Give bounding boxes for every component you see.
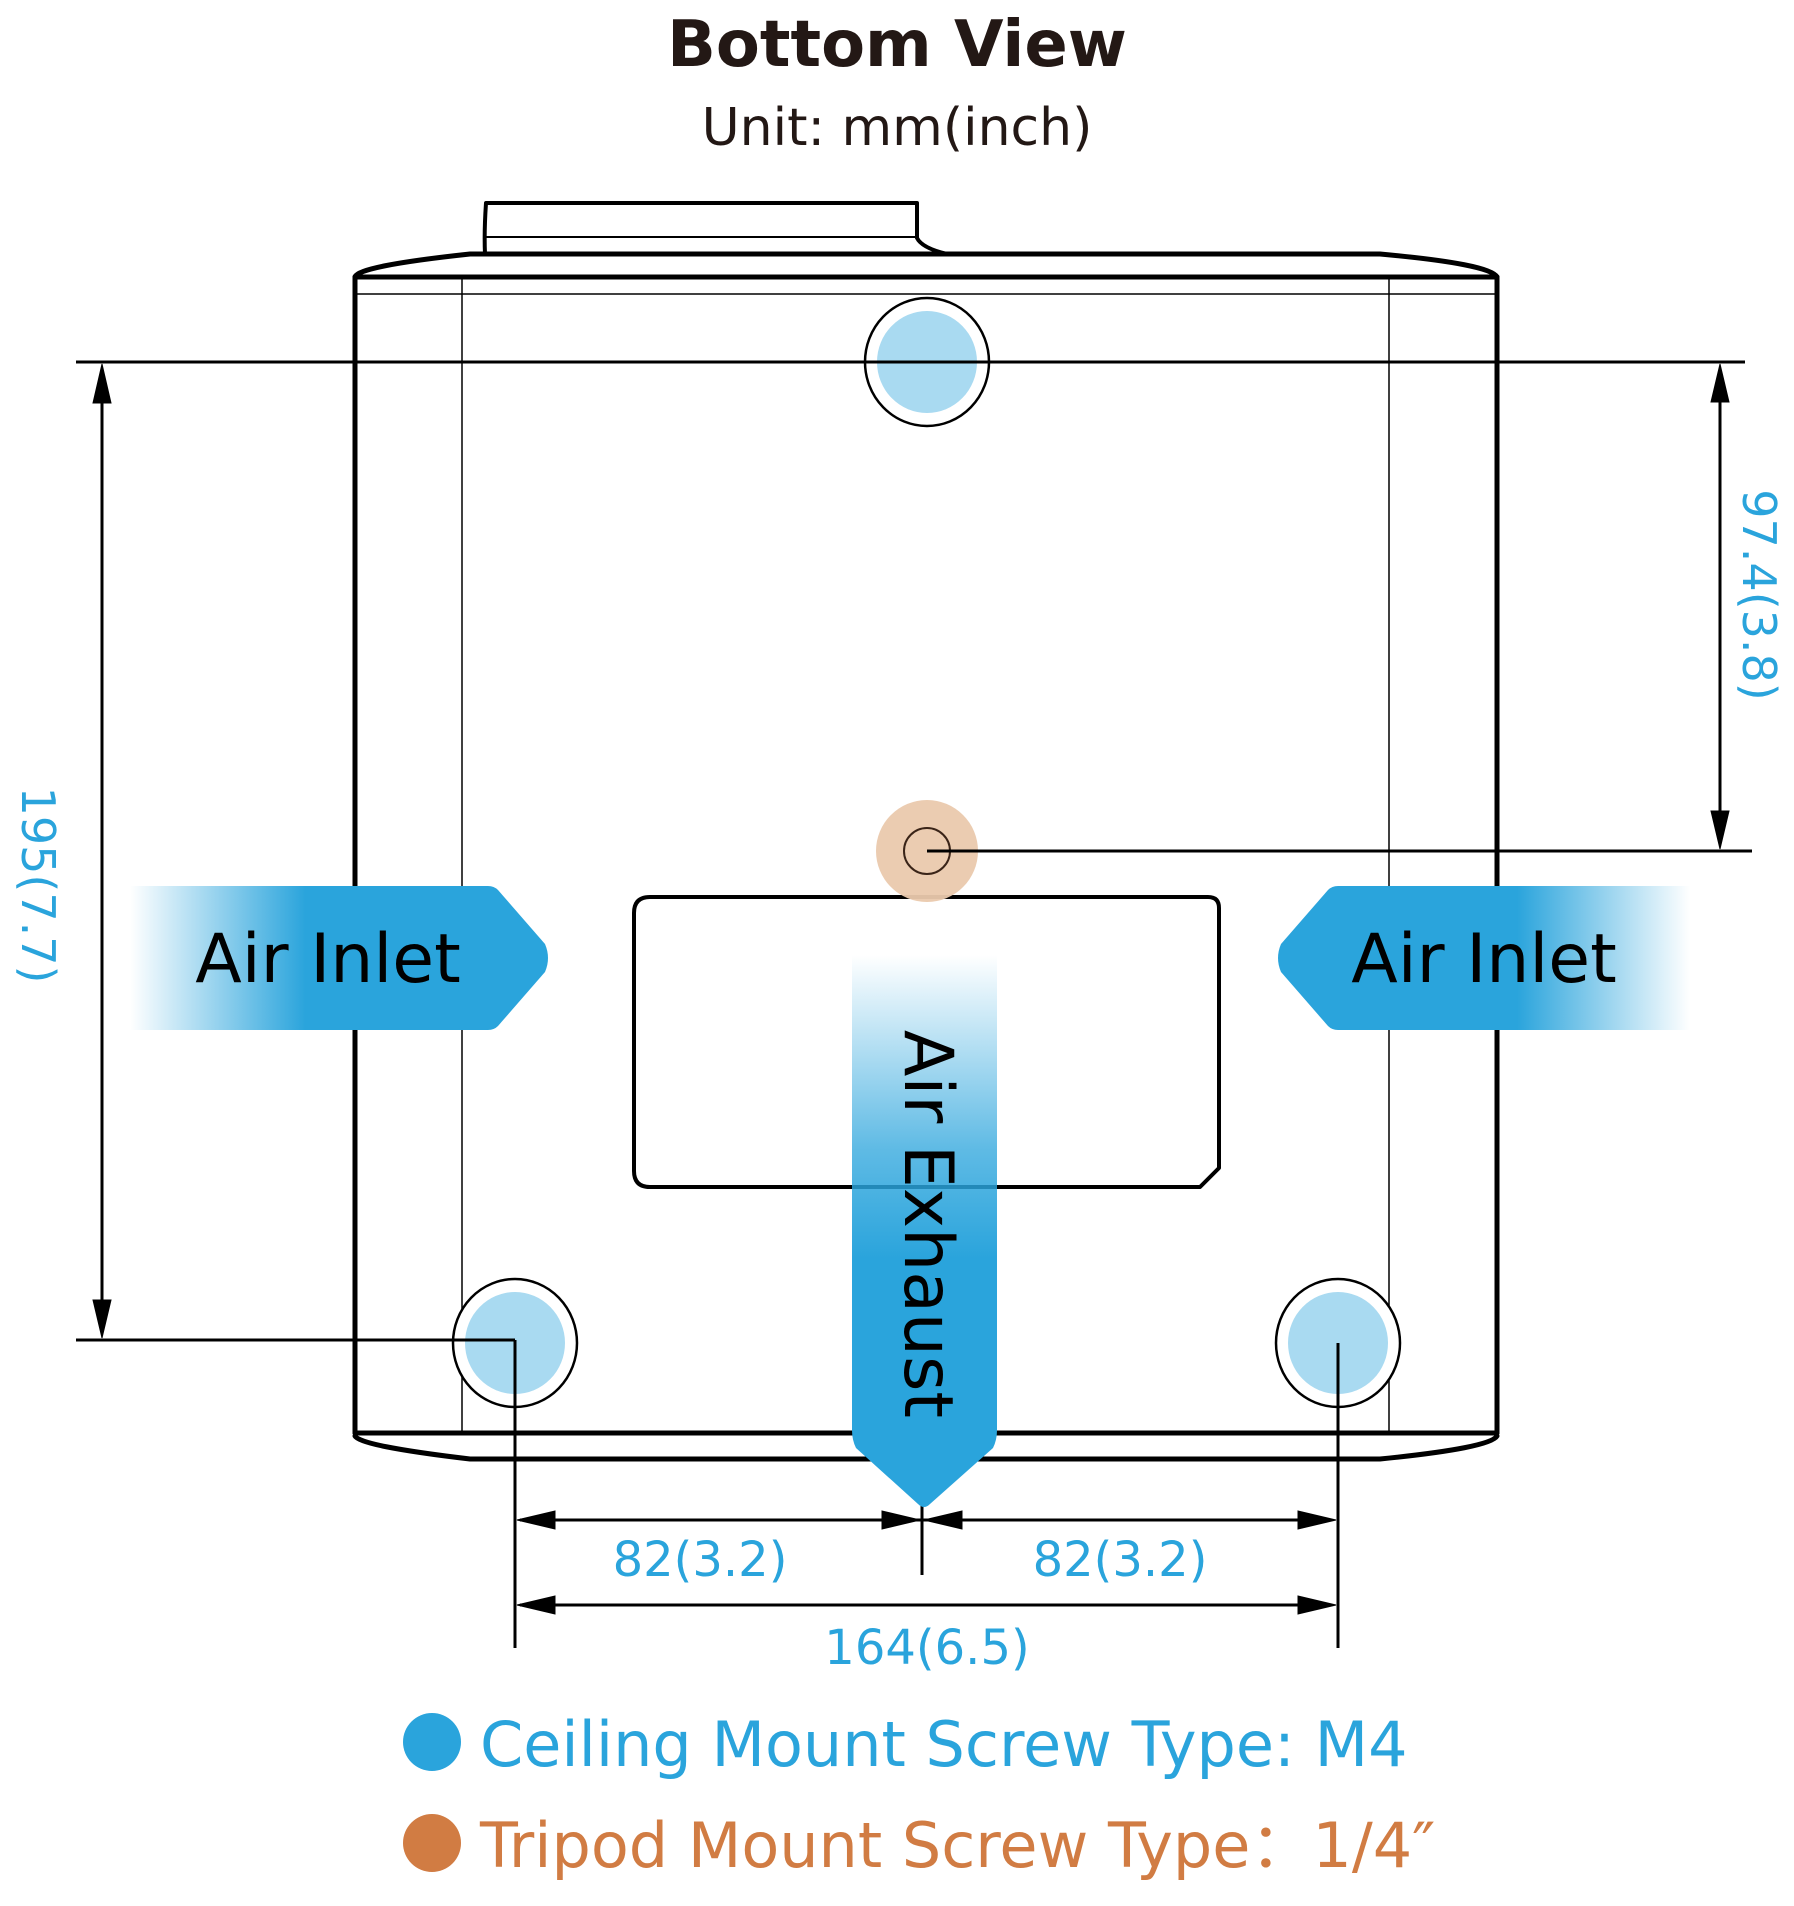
air-inlet-right-arrow: Air Inlet	[1278, 886, 1690, 1030]
legend: Ceiling Mount Screw Type: M4 Tripod Moun…	[403, 1708, 1435, 1882]
air-exhaust-arrow: Air Exhaust	[852, 955, 997, 1507]
page-title: Bottom View	[667, 8, 1127, 82]
dimension-lines	[76, 360, 1752, 1648]
legend-ceiling-dot	[403, 1713, 461, 1771]
legend-tripod-dot	[403, 1814, 461, 1872]
exhaust-vent-panel	[632, 895, 1221, 1189]
legend-ceiling-text: Ceiling Mount Screw Type: M4	[480, 1708, 1408, 1781]
dim-horizontal-left: 82(3.2)	[613, 1532, 788, 1588]
unit-subtitle: Unit: mm(inch)	[702, 98, 1093, 158]
dim-vertical-total: 195(7.7)	[11, 787, 65, 984]
dim-horizontal-total: 164(6.5)	[824, 1620, 1029, 1676]
air-inlet-left-arrow: Air Inlet	[130, 886, 548, 1030]
dim-vertical-top-to-tripod: 97.4(3.8)	[1732, 489, 1786, 700]
air-inlet-left-label: Air Inlet	[195, 920, 461, 999]
bottom-edge	[352, 1433, 1500, 1462]
lens-bump	[482, 201, 949, 256]
dim-horizontal-right: 82(3.2)	[1033, 1532, 1208, 1588]
projector-body	[352, 201, 1500, 1462]
top-edge	[352, 251, 1500, 280]
air-exhaust-label: Air Exhaust	[888, 1030, 967, 1418]
legend-tripod-text: Tripod Mount Screw Type：1/4″	[479, 1809, 1435, 1882]
air-inlet-right-label: Air Inlet	[1351, 920, 1617, 999]
